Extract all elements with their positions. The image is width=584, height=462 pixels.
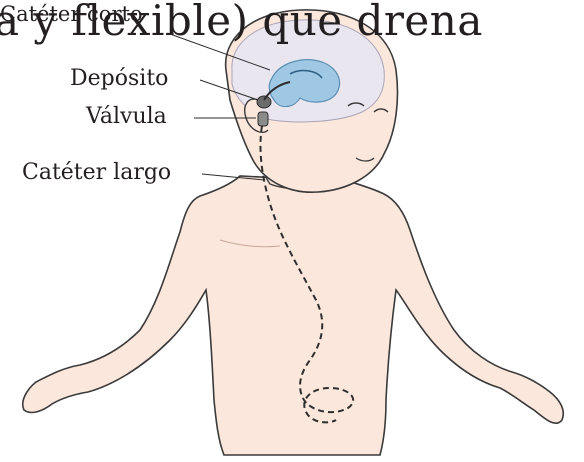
shunt-valve — [258, 112, 268, 126]
label-valve: Válvula — [86, 104, 167, 129]
label-long-catheter: Catéter largo — [22, 160, 171, 185]
overlay-caption-text: a y flexible) que drena — [0, 0, 483, 45]
child-torso — [23, 176, 564, 455]
shunt-reservoir — [257, 96, 271, 108]
label-reservoir: Depósito — [70, 66, 168, 91]
